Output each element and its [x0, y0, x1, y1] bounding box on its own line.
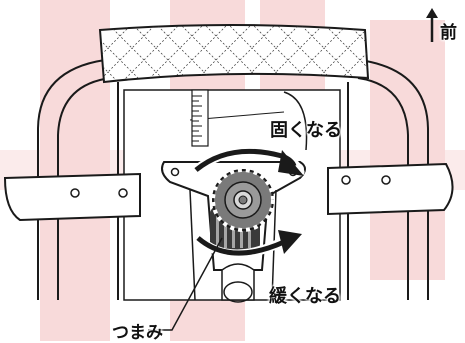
counterclockwise-arrow-head	[278, 230, 302, 254]
left-strap	[3, 172, 141, 222]
arrow-up-icon	[426, 8, 438, 42]
knob-label: つまみ	[112, 323, 163, 343]
right-strap	[327, 162, 454, 216]
clockwise-arrow-head	[278, 150, 304, 176]
scale-strip	[191, 89, 209, 147]
quilted-pad	[98, 24, 370, 84]
counterclockwise-arrow-shaft	[196, 236, 286, 256]
front-label: 前	[440, 23, 457, 43]
frame	[37, 59, 429, 300]
tighten-label: 固くなる	[270, 120, 342, 141]
knob-leader-line	[148, 237, 223, 331]
knob	[210, 168, 275, 252]
loosen-label: 緩くなる	[269, 286, 341, 307]
